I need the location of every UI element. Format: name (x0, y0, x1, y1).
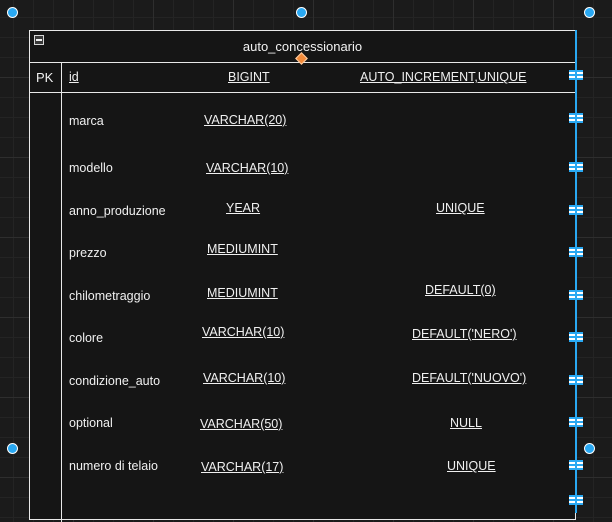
field-constraint[interactable]: DEFAULT('NERO') (412, 327, 517, 341)
entity-table[interactable]: auto_concessionario PK id BIGINT AUTO_IN… (29, 30, 583, 522)
field-name[interactable]: condizione_auto (69, 374, 161, 388)
field-type[interactable]: VARCHAR(50) (200, 417, 283, 431)
field-constraint[interactable]: DEFAULT('NUOVO') (412, 371, 527, 385)
field-name[interactable]: colore (69, 331, 104, 345)
field-name[interactable]: numero di telaio (69, 459, 158, 473)
field-constraint[interactable]: AUTO_INCREMENT,UNIQUE (360, 70, 527, 84)
field-type[interactable]: VARCHAR(10) (206, 161, 289, 175)
resize-handle-top-center[interactable] (296, 7, 307, 18)
field-type[interactable]: VARCHAR(20) (204, 113, 287, 127)
resize-handle-middle-left[interactable] (7, 443, 18, 454)
field-name[interactable]: chilometraggio (69, 289, 151, 303)
field-constraint[interactable]: NULL (450, 416, 482, 430)
field-type[interactable]: VARCHAR(17) (201, 460, 284, 474)
field-name[interactable]: id (69, 70, 79, 84)
field-type[interactable]: VARCHAR(10) (202, 325, 285, 339)
field-constraint[interactable]: UNIQUE (436, 201, 485, 215)
field-name[interactable]: prezzo (69, 246, 107, 260)
field-name[interactable]: modello (69, 161, 113, 175)
collapse-icon[interactable] (34, 35, 44, 45)
field-type[interactable]: YEAR (226, 201, 261, 215)
resize-handle-top-right[interactable] (584, 7, 595, 18)
field-type[interactable]: VARCHAR(10) (203, 371, 286, 385)
pk-label: PK (36, 70, 54, 85)
resize-handle-top-left[interactable] (7, 7, 18, 18)
primary-key-separator (30, 92, 575, 93)
key-column-divider (61, 62, 62, 522)
selection-border (575, 30, 577, 513)
field-name[interactable]: optional (69, 416, 113, 430)
resize-handle-middle-right[interactable] (584, 443, 595, 454)
field-constraint[interactable]: DEFAULT(0) (425, 283, 496, 297)
field-name[interactable]: anno_produzione (69, 204, 166, 218)
field-constraint[interactable]: UNIQUE (447, 459, 496, 473)
field-type[interactable]: MEDIUMINT (207, 242, 278, 256)
table-title: auto_concessionario (242, 39, 363, 54)
field-type[interactable]: BIGINT (228, 70, 270, 84)
field-type[interactable]: MEDIUMINT (207, 286, 278, 300)
field-name[interactable]: marca (69, 114, 104, 128)
